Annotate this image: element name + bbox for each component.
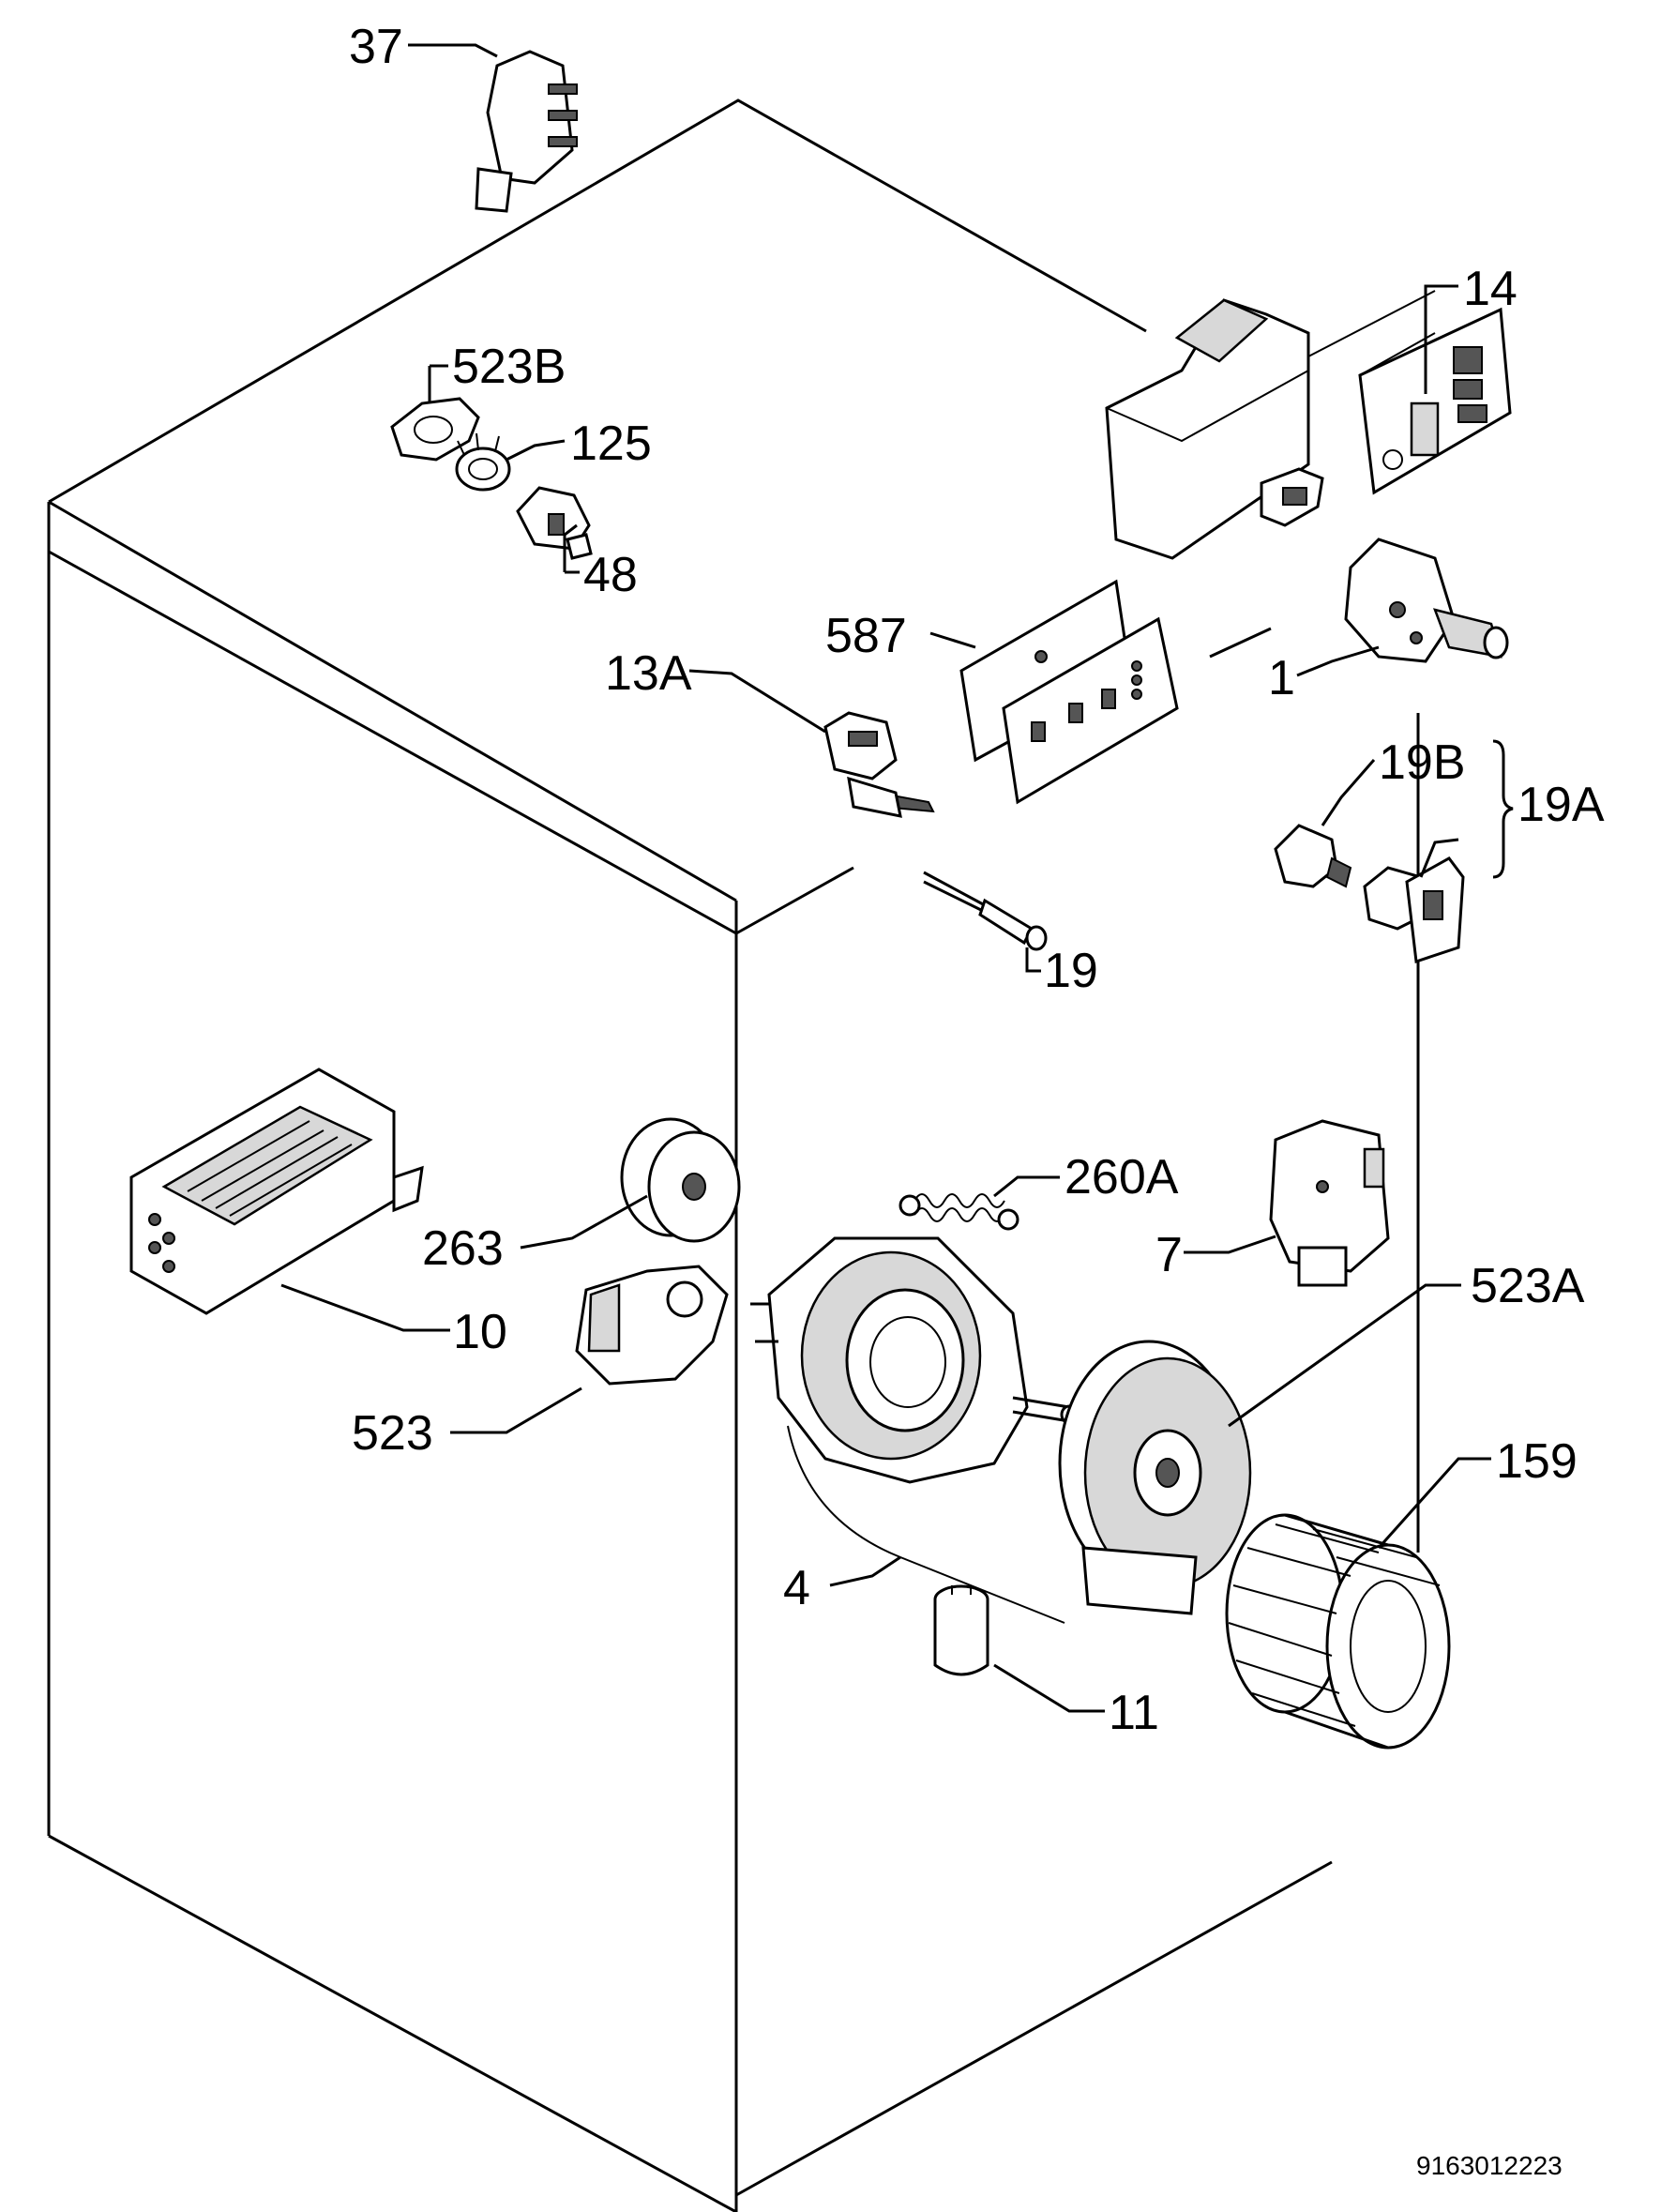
part-125-bushing [455,432,511,492]
leader-19b [1321,759,1376,826]
callout-523a: 523A [1471,1259,1585,1313]
callout-260a: 260A [1065,1150,1179,1204]
leader-7 [1184,1235,1276,1254]
leader-lines [280,43,1514,1713]
callout-19a: 19A [1518,778,1605,832]
leader-48 [563,523,578,572]
callout-523: 523 [352,1406,433,1461]
callout-14: 14 [1463,262,1518,316]
part-13a-thermostat [823,711,935,818]
leader-263 [520,1194,648,1250]
callout-19b: 19B [1379,735,1466,790]
part-19b-connector [1274,824,1352,888]
leader-11 [993,1663,1105,1713]
part-10-heater [129,1068,424,1315]
callout-263: 263 [422,1221,504,1276]
part-14-module-housing [1105,290,1512,560]
leader-37 [408,43,498,58]
callout-13a: 13A [605,646,692,701]
part-11-capacitor [933,1584,989,1676]
part-159-fan-wheel [1225,1513,1451,1750]
part-523a-fan-plate [1058,1340,1252,1615]
leader-10 [280,1283,450,1332]
callout-19: 19 [1044,944,1098,998]
callout-labels: 37 523B 125 48 14 587 13A 1 19B 19A 19 2… [349,20,1605,1740]
callout-587: 587 [825,609,907,663]
callout-125: 125 [570,417,652,471]
callout-7: 7 [1155,1228,1183,1282]
part-587-pcb [959,579,1179,805]
leader-587 [929,631,976,649]
callout-523b: 523B [452,340,566,394]
part-19-probe [923,871,1048,951]
part-263-pulley [620,1117,741,1243]
leader-1 [1296,645,1380,677]
callout-48: 48 [583,548,638,602]
leader-523a [1228,1283,1461,1428]
part-523b-ring [390,397,480,462]
part-523-bracket [575,1265,729,1386]
callout-37: 37 [349,20,403,74]
part-260a-spring [898,1193,1019,1231]
leader-4 [829,1555,901,1587]
cabinet-outline [47,98,1420,2212]
brace-19a [1492,739,1514,879]
leader-19a [1419,838,1459,878]
leader-19 [1025,947,1041,973]
part-48-knob [516,486,593,560]
callout-159: 159 [1496,1434,1578,1489]
leader-523 [450,1386,582,1434]
callout-11: 11 [1109,1686,1159,1740]
leader-260a [993,1175,1060,1198]
document-number: 9163012223 [1416,2151,1563,2180]
part-1-rotary-switch [1344,538,1509,663]
callout-1: 1 [1268,651,1295,705]
leader-159 [1377,1457,1491,1550]
part-37-bracket [475,50,578,213]
leader-13a [688,669,826,734]
callout-10: 10 [453,1305,507,1359]
leader-14 [1424,284,1458,394]
part-7-door-lock [1269,1119,1390,1287]
part-19a-connector [1363,856,1465,964]
part-4-motor [750,1236,1079,1624]
leader-125 [506,439,566,462]
callout-4: 4 [783,1561,810,1615]
